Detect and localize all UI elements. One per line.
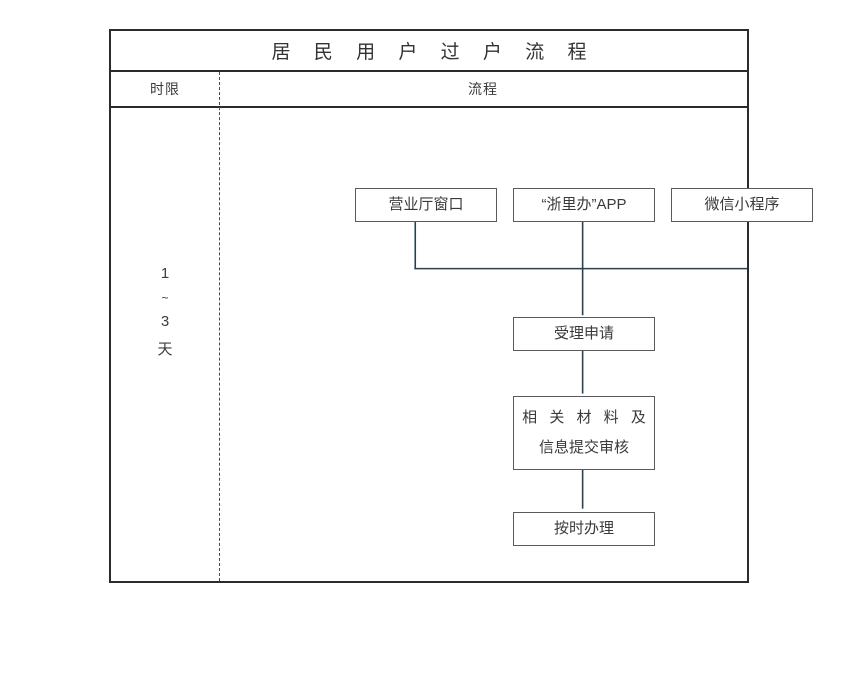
node-on-time-handling[interactable]: 按时办理 <box>513 512 655 546</box>
node-review-label-line1: 相 关 材 料 及 <box>522 409 650 426</box>
duration-to: 3 <box>160 312 170 330</box>
table-body: 1 ~ 3 天 营业厅窗口 <box>111 108 813 581</box>
node-app-label: “浙里办”APP <box>541 196 627 213</box>
node-hall-label: 营业厅窗口 <box>388 196 464 213</box>
flow-chart-table: 居 民 用 户 过 户 流 程 时限 流程 1 ~ 3 天 <box>109 29 813 583</box>
node-wechat[interactable]: 微信小程序 <box>671 188 813 222</box>
header-label-time-limit: 时限 <box>150 81 180 97</box>
node-handle-label: 按时办理 <box>553 520 614 537</box>
node-accept-application[interactable]: 受理申请 <box>513 317 655 351</box>
node-app[interactable]: “浙里办”APP <box>513 188 655 222</box>
node-wechat-label: 微信小程序 <box>704 196 780 213</box>
table-header-row: 时限 流程 <box>111 72 747 108</box>
node-accept-label: 受理申请 <box>553 325 614 342</box>
header-cell-flow: 流程 <box>219 72 747 106</box>
duration-from: 1 <box>160 264 170 282</box>
duration-tilde: ~ <box>161 290 169 305</box>
duration-unit: 天 <box>157 340 173 358</box>
column-divider-dashed <box>219 72 220 581</box>
flow-diagram: 营业厅窗口 “浙里办”APP 微信小程序 受理申请 相 关 材 料 及 信息提交… <box>219 108 813 581</box>
page-title: 居 民 用 户 过 户 流 程 <box>271 42 596 63</box>
duration-cell: 1 ~ 3 天 <box>111 108 219 581</box>
header-label-flow: 流程 <box>468 81 498 97</box>
node-review-label-line2: 信息提交审核 <box>538 439 629 456</box>
title-row: 居 民 用 户 过 户 流 程 <box>111 31 747 72</box>
header-cell-time-limit: 时限 <box>111 72 219 106</box>
node-hall[interactable]: 营业厅窗口 <box>355 188 497 222</box>
flow-connectors <box>414 221 747 509</box>
node-material-review[interactable]: 相 关 材 料 及 信息提交审核 <box>513 396 655 470</box>
